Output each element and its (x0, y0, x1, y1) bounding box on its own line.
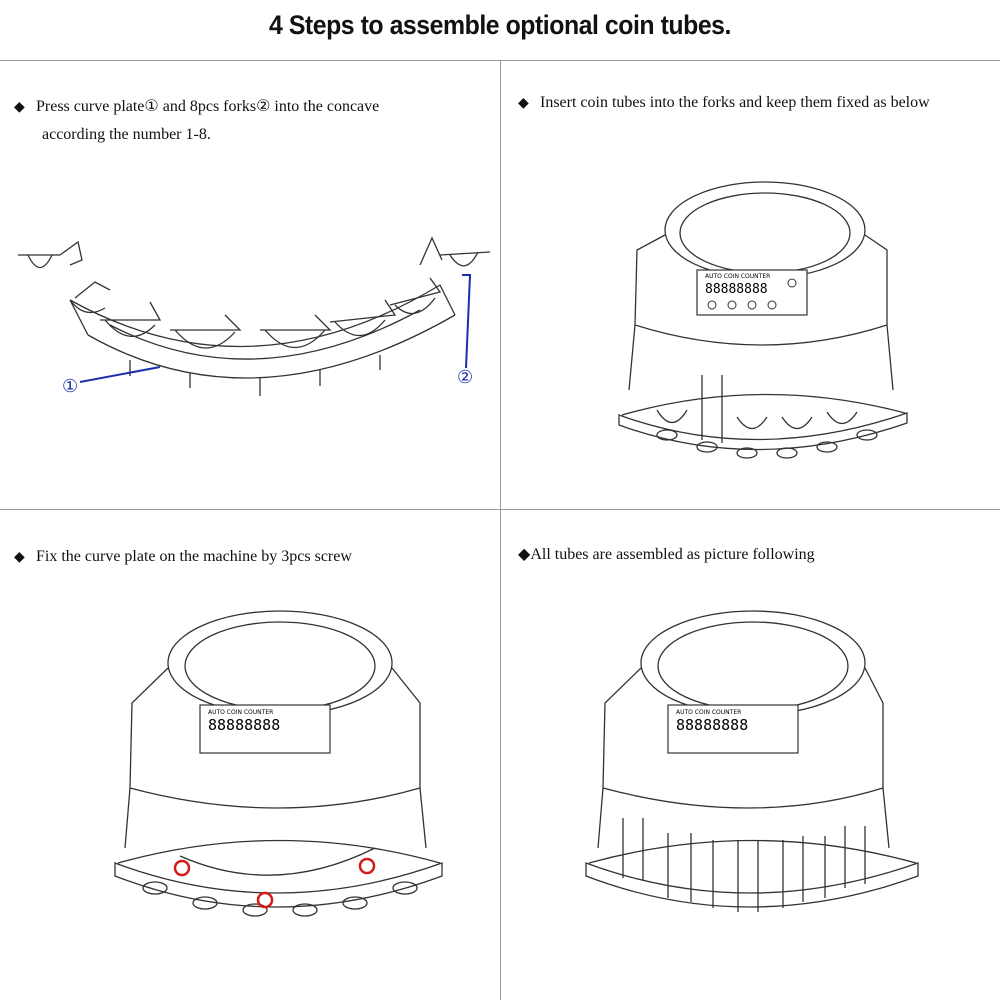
machine-assembled-diagram: AUTO COIN COUNTER 88888888 (585, 610, 919, 912)
step-1-line-1: Press curve plate① and 8pcs forks② into … (36, 98, 380, 115)
fork-7 (389, 277, 442, 315)
fork-1 (18, 240, 83, 269)
machine-with-screws-diagram: AUTO COIN COUNTER 88888888 (114, 610, 443, 917)
machine-with-forks-diagram: AUTO COIN COUNTER 88888888 (618, 181, 908, 459)
panel-display: 88888888 (676, 716, 748, 734)
panel-button-c (787, 278, 797, 288)
step-2-label: Insert coin tubes into the forks and kee… (540, 94, 930, 111)
mounted-curve-plate (179, 847, 376, 876)
step-2-text: ◆ Insert coin tubes into the forks and ke… (518, 89, 930, 117)
control-panel (667, 704, 799, 754)
fork-4 (170, 314, 242, 349)
diamond-bullet-icon: ◆ (518, 546, 531, 563)
diamond-bullet-icon: ◆ (14, 550, 25, 565)
base-holes (142, 881, 418, 917)
panel-button-bat (727, 300, 737, 310)
coin-tubes (622, 818, 866, 912)
top-divider (0, 60, 1000, 61)
screw-marker-left (173, 859, 191, 877)
vertical-divider (500, 61, 501, 1000)
base-rim (585, 862, 919, 908)
coin-tube-stub (701, 375, 723, 443)
curve-plate-outer-edge (69, 284, 441, 348)
fork-6 (329, 299, 397, 337)
panel-button-plus (707, 300, 717, 310)
step-3-text: ◆ Fix the curve plate on the machine by 3… (14, 543, 352, 571)
step-4-label: All tubes are assembled as picture follo… (530, 546, 815, 563)
callout-leader-2 (462, 274, 472, 369)
control-panel (199, 704, 331, 754)
fork-row (656, 409, 858, 430)
fork-3 (100, 301, 162, 338)
fork-5 (260, 314, 332, 349)
hopper-rim (167, 610, 393, 716)
panel-button-set (767, 300, 777, 310)
base-rim (618, 412, 908, 451)
step-1-text: ◆ Press curve plate① and 8pcs forks② into… (14, 93, 379, 148)
base-rim (114, 862, 443, 908)
hopper-rim (664, 181, 866, 279)
step-3-label: Fix the curve plate on the machine by 3p… (36, 548, 352, 565)
base-holes (656, 429, 878, 459)
callout-leader-1 (79, 366, 161, 383)
panel-brand-label: AUTO COIN COUNTER (208, 709, 273, 716)
step-4-text: ◆All tubes are assembled as picture foll… (518, 541, 815, 568)
curve-plate-lower-edge (87, 314, 456, 379)
fork-8 (419, 236, 491, 267)
page-title: 4 Steps to assemble optional coin tubes. (269, 10, 731, 40)
fork-2 (69, 281, 111, 314)
panel-brand-label: AUTO COIN COUNTER (705, 273, 770, 280)
curve-plate-diagram: ① ② (18, 236, 491, 397)
panel-display: 88888888 (208, 716, 280, 734)
callout-label-plate: ① (62, 376, 78, 397)
panel-brand-label: AUTO COIN COUNTER (676, 709, 741, 716)
step-1-line-2: according the number 1-8. (42, 126, 211, 143)
hopper-rim (640, 610, 866, 716)
diamond-bullet-icon: ◆ (14, 100, 25, 115)
callout-label-fork: ② (457, 367, 473, 388)
panel-button-minus (747, 300, 757, 310)
diamond-bullet-icon: ◆ (518, 96, 529, 111)
panel-display: 88888888 (705, 282, 768, 297)
screw-marker-center (256, 891, 274, 909)
screw-marker-right (358, 857, 376, 875)
